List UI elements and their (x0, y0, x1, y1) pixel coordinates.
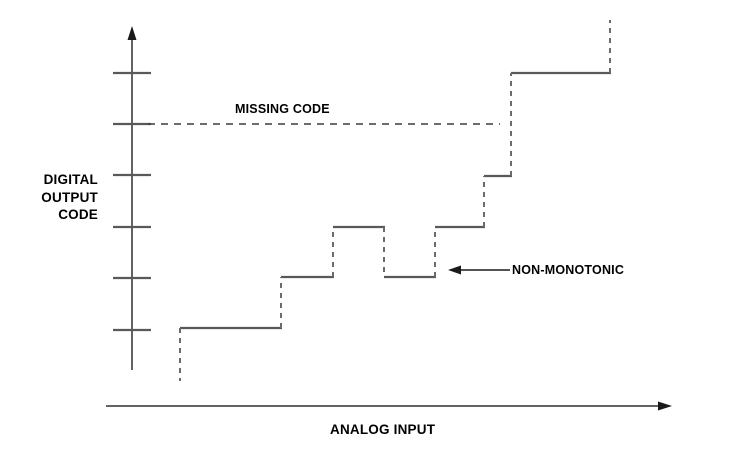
y-axis-arrowhead (127, 26, 137, 40)
non-monotonic-arrowhead (448, 265, 461, 275)
missing-code-annotation: MISSING CODE (235, 102, 330, 116)
non-monotonic-arrow (448, 265, 510, 275)
y-axis-ticks (113, 71, 151, 332)
staircase-risers (179, 20, 611, 381)
y-axis-title-line-2: OUTPUT (41, 189, 98, 205)
y-axis-title-line-1: DIGITAL (43, 172, 98, 187)
y-axis-title-line-3: CODE (58, 207, 98, 223)
y-axis (113, 26, 151, 370)
x-axis-title: ANALOG INPUT (330, 422, 436, 437)
x-axis (106, 401, 672, 411)
x-axis-arrowhead (658, 401, 672, 411)
non-monotonic-annotation: NON-MONOTONIC (512, 263, 625, 277)
y-axis-title: DIGITAL OUTPUT CODE (10, 171, 98, 224)
staircase-treads (180, 71, 611, 330)
